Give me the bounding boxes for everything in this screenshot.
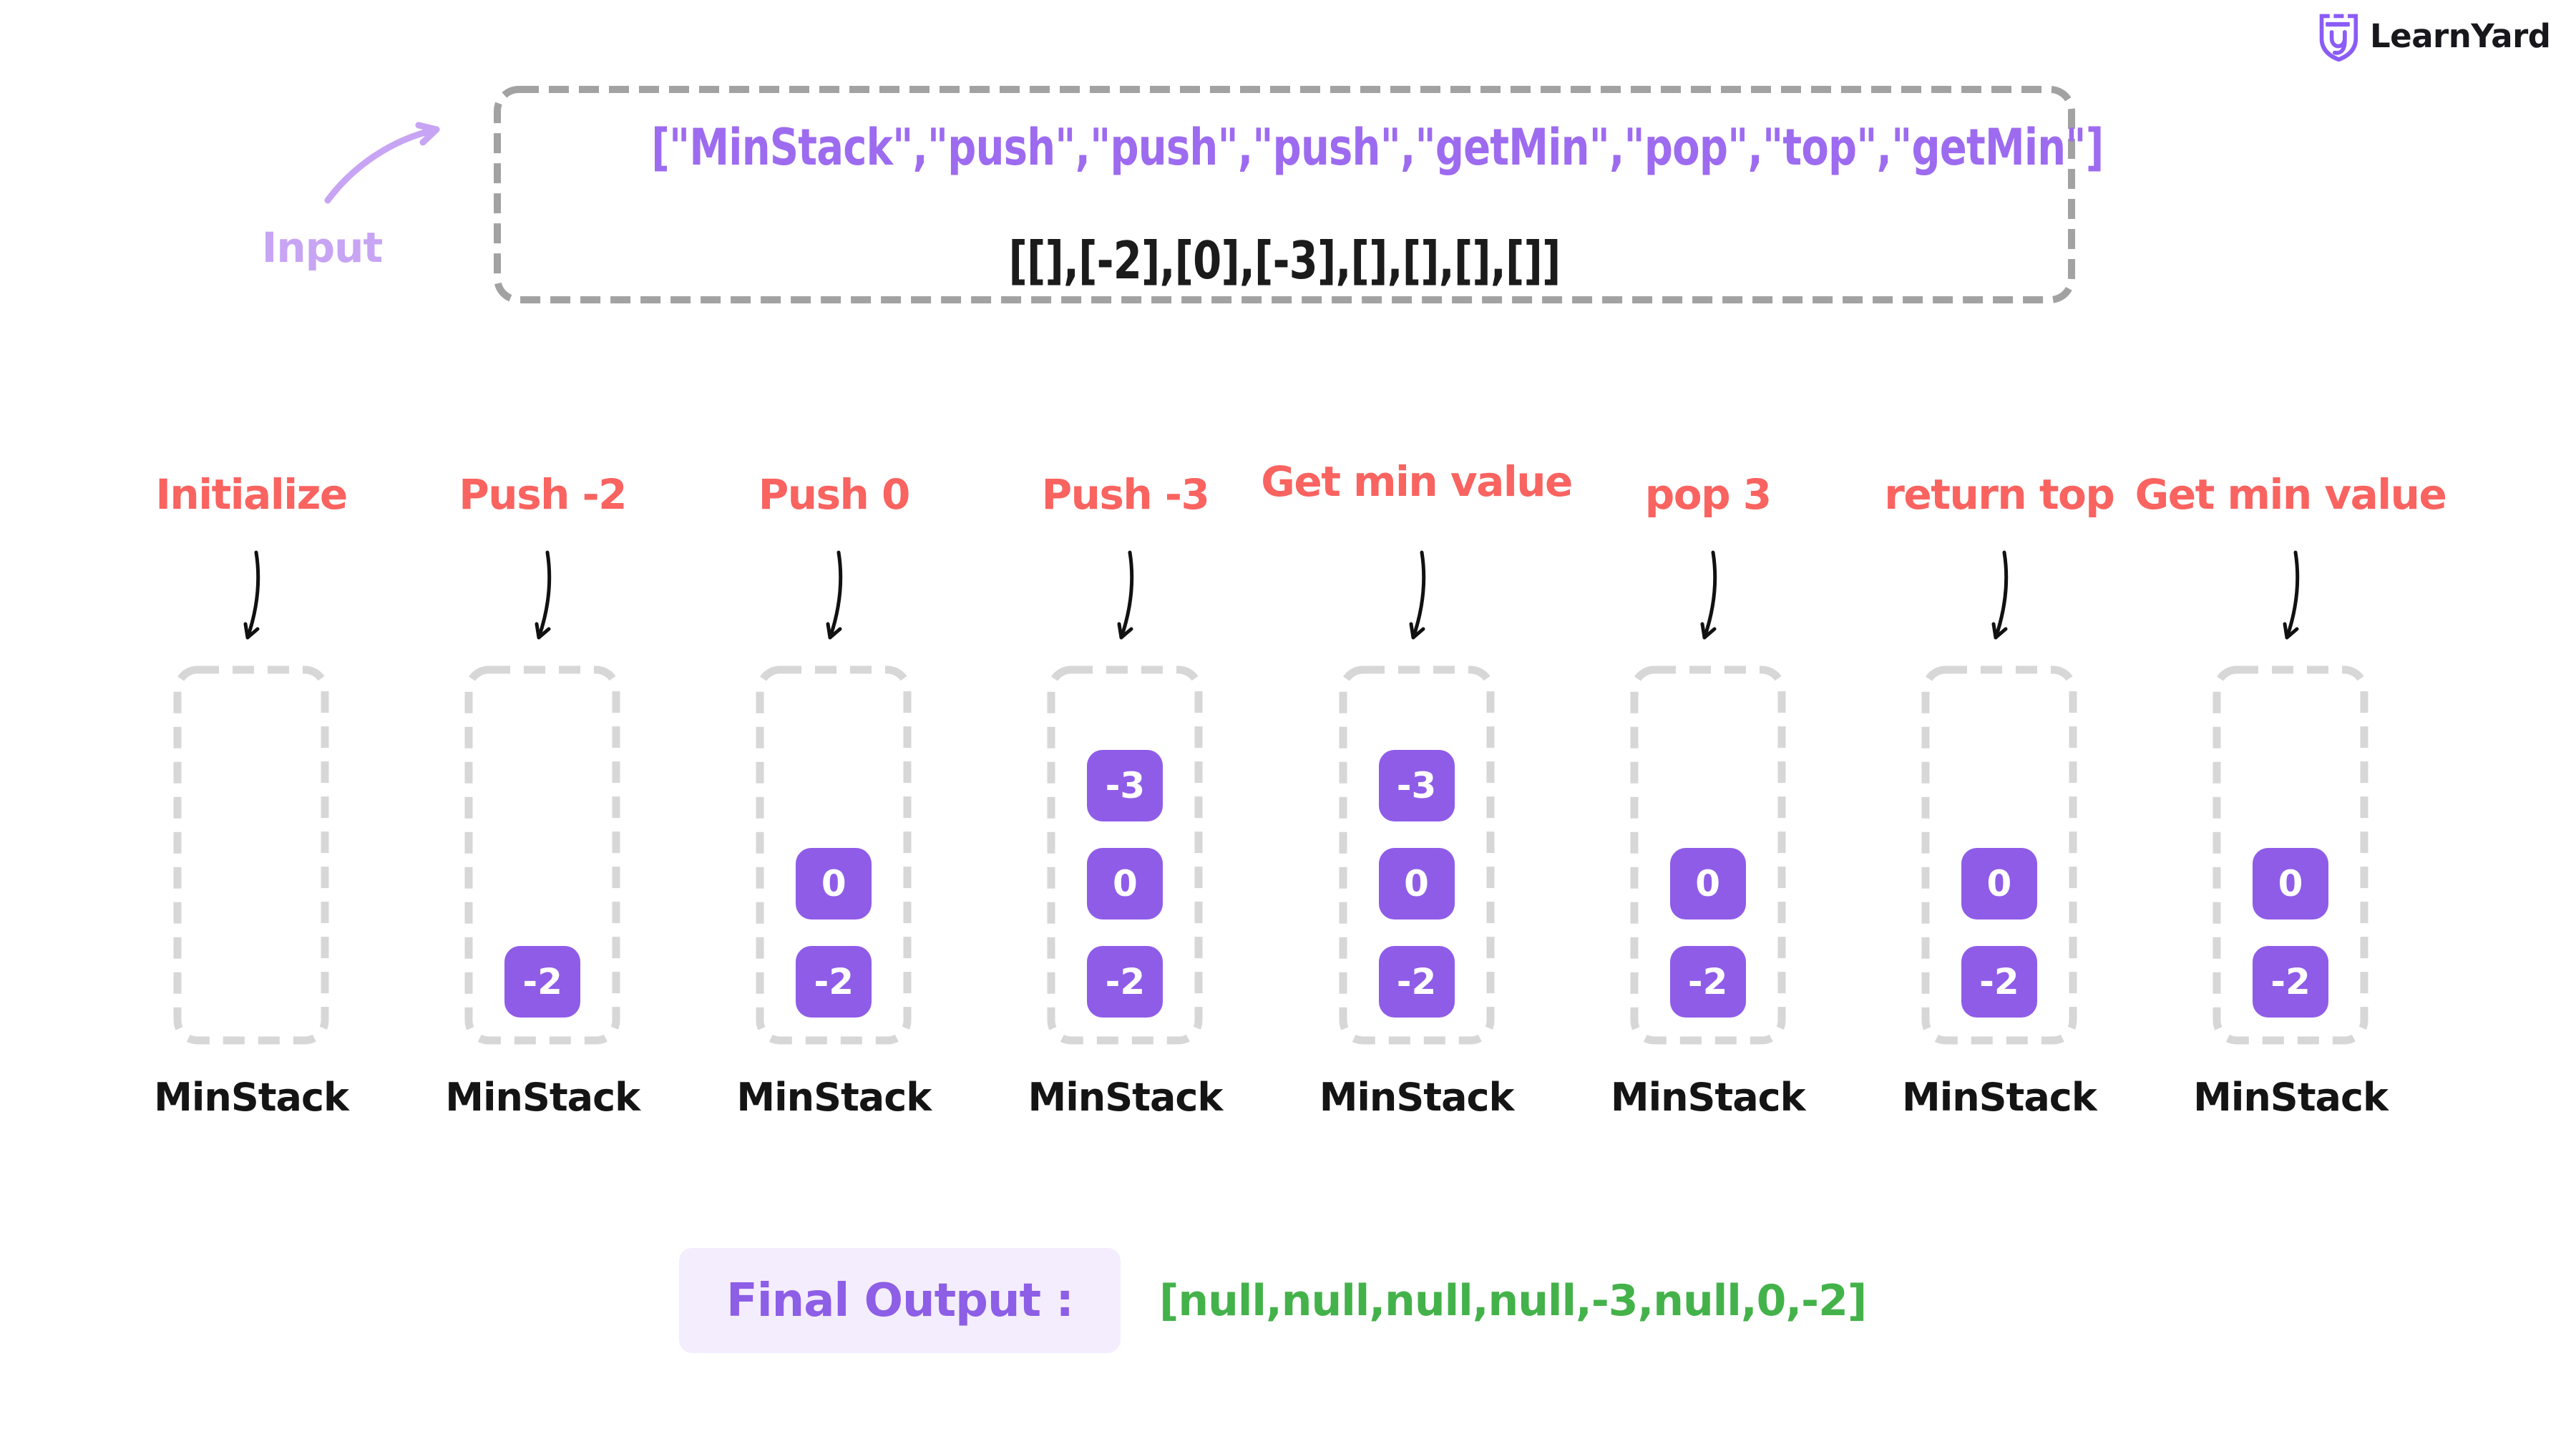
stack-dashed-border [1339,665,1495,1045]
step-column-initialize: Initialize MinStack [154,469,349,1120]
arrow-down-icon [1117,550,1134,640]
arrow-down-icon [1991,550,2009,640]
arrow-down-icon [826,550,843,640]
step-label: Push 0 [758,470,911,519]
stack-items: -3 0 -2 [1339,750,1495,1018]
stack-item: -2 [504,946,581,1018]
stack-dashed-border [1921,665,2077,1045]
stack-container: -3 0 -2 [1047,665,1203,1045]
stack-title: MinStack [154,1075,349,1120]
final-output-row: Final Output : [null,null,null,null,-3,n… [679,1248,1867,1353]
stack-item: -2 [1378,946,1455,1018]
stack-items: 0 -2 [1921,848,2077,1018]
stack-title: MinStack [1610,1075,1806,1120]
stack-item: 0 [796,848,872,919]
stack-item: -2 [1669,946,1746,1018]
stack-items: 0 -2 [1630,848,1786,1018]
input-methods-line: ["MinStack","push","push","push","getMin… [651,118,2104,177]
arrow-down-icon [243,550,260,640]
stack-item: -2 [1961,946,2037,1018]
input-label: Input [261,223,383,272]
stack-container: 0 -2 [1921,665,2077,1045]
stack-items: -2 [464,946,620,1018]
stack-container: 0 -2 [2212,665,2368,1045]
arrow-down-icon [2283,550,2300,640]
stack-container: -2 [464,665,620,1045]
arrow-down-icon [1700,550,1717,640]
step-column-push-neg3: Push -3 -3 0 -2 MinStack [1028,469,1224,1120]
stack-dashed-border [2212,665,2368,1045]
step-column-push-neg2: Push -2 -2 MinStack [445,469,640,1120]
step-label: return top [1884,470,2115,519]
stack-title: MinStack [1901,1075,2097,1120]
stack-item: -3 [1087,750,1163,821]
stack-item: 0 [1378,848,1455,919]
stack-item: -2 [796,946,872,1018]
final-output-value: [null,null,null,null,-3,null,0,-2] [1159,1275,1867,1326]
input-box: ["MinStack","push","push","push","getMin… [493,85,2104,304]
step-column-pop: pop 3 0 -2 MinStack [1611,469,1806,1120]
step-column-push-0: Push 0 0 -2 MinStack [736,469,932,1120]
learnyard-shield-icon [2319,14,2358,62]
stack-dashed-border [1047,665,1203,1045]
stack-container: -3 0 -2 [1339,665,1495,1045]
stack-title: MinStack [736,1075,932,1120]
stack-item: 0 [1669,848,1746,919]
learnyard-logo: LearnYard [2316,10,2551,62]
step-label: Initialize [155,470,348,519]
input-arrow-icon [324,122,440,204]
stack-items: 0 -2 [756,848,912,1018]
step-label: Push -2 [459,470,627,519]
stack-item: -2 [1087,946,1163,1018]
step-column-getmin-2: Get min value 0 -2 MinStack [2135,469,2447,1120]
stack-dashed-border [756,665,912,1045]
step-label: pop 3 [1644,470,1772,519]
arrow-down-icon [1409,550,1425,640]
stack-items: 0 -2 [2212,848,2368,1018]
input-box-dashed-border [494,86,2075,303]
stack-dashed-border [1630,665,1786,1045]
step-column-getmin-1: Get min value -3 0 -2 MinStack [1261,457,1573,1120]
steps-row: Initialize MinStack Push -2 [154,457,2447,1120]
stack-items: -3 0 -2 [1047,750,1203,1018]
stack-dashed-border [173,665,329,1045]
step-label: Get min value [1261,457,1573,506]
final-output-label-box: Final Output : [679,1248,1121,1353]
step-label: Push -3 [1041,470,1210,519]
stack-title: MinStack [1028,1075,1224,1120]
arrow-down-icon [535,550,552,640]
stack-container: 0 -2 [1630,665,1786,1045]
stack-title: MinStack [2193,1075,2389,1120]
learnyard-logo-text: LearnYard [2370,17,2551,55]
stack-title: MinStack [1319,1075,1515,1120]
step-column-top: return top 0 -2 MinStack [1884,469,2115,1120]
step-label: Get min value [2135,470,2447,519]
stack-item: 0 [1087,848,1163,919]
stack-item: 0 [1961,848,2037,919]
stack-container [173,665,329,1045]
stack-container: 0 -2 [756,665,912,1045]
stack-title: MinStack [445,1075,640,1120]
input-arguments-line: [[],[-2],[0],[-3],[],[],[],[]] [1008,230,1561,291]
stack-item: -3 [1378,750,1455,821]
stack-dashed-border [464,665,620,1045]
stack-item: 0 [2252,848,2328,919]
stack-item: -2 [2252,946,2328,1018]
final-output-label: Final Output : [726,1274,1074,1327]
